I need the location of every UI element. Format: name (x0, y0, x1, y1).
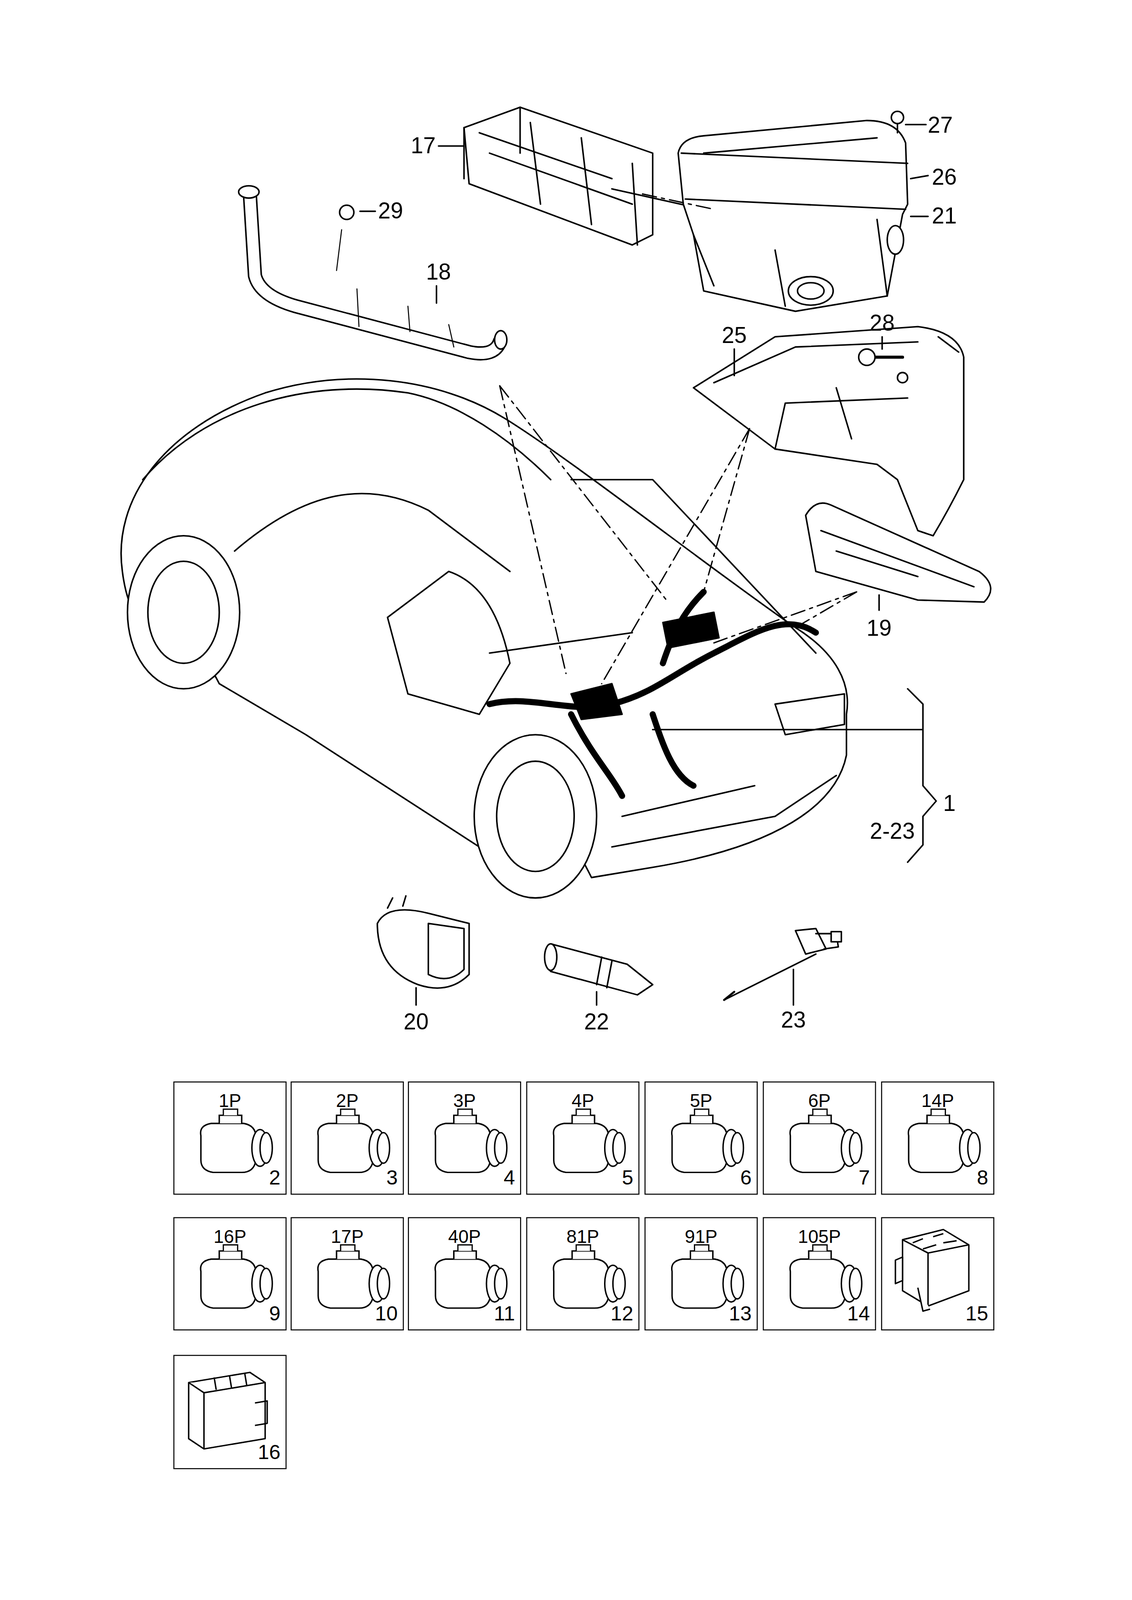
callout-number: 11 (493, 1302, 515, 1324)
callout-number: 7 (858, 1166, 870, 1188)
callout-number: 2 (268, 1166, 281, 1188)
callout-number: 28 (869, 311, 895, 335)
callout-number: 22 (584, 1010, 610, 1034)
callout-number: 4 (503, 1166, 516, 1188)
pin-count: 4P (527, 1090, 639, 1110)
callout-number: 19 (866, 616, 892, 640)
pin-count: 2P (291, 1090, 404, 1110)
connector-cell: 3P 4 (408, 1080, 522, 1195)
connector-cell: 17P 10 (290, 1216, 404, 1330)
callout-number: 2-23 (869, 819, 915, 843)
pin-count: 17P (291, 1226, 404, 1246)
callout-number: 16 (257, 1441, 281, 1462)
connector-cell: 81P 12 (526, 1216, 640, 1330)
callout-number: 3 (386, 1166, 399, 1188)
connector-cell: 2P 3 (290, 1080, 404, 1195)
pin-count: 1P (174, 1090, 286, 1110)
connector-cell: 14P 8 (881, 1080, 995, 1195)
callout-number: 12 (610, 1302, 634, 1324)
callout-number: 23 (780, 1008, 807, 1031)
connector-cell: 15 (881, 1216, 995, 1330)
callout-number: 20 (403, 1010, 429, 1034)
connector-cell: 40P 11 (408, 1216, 522, 1330)
connector-cell: 1P 2 (173, 1080, 287, 1195)
callout-number: 6 (740, 1166, 752, 1188)
pin-count: 81P (527, 1226, 639, 1246)
connector-cell: 5P 6 (644, 1080, 758, 1195)
callout-number: 29 (377, 199, 404, 223)
connector-cell: 6P 7 (762, 1080, 876, 1195)
pin-count: 105P (763, 1226, 875, 1246)
pin-count: 3P (408, 1090, 521, 1110)
callout-number: 9 (268, 1302, 281, 1324)
callout-number: 15 (965, 1302, 989, 1324)
callout-number: 26 (931, 166, 957, 189)
connector-cell: 16 (173, 1354, 287, 1469)
pin-count: 16P (174, 1226, 286, 1246)
callout-number: 13 (728, 1302, 752, 1324)
callout-number: 25 (721, 324, 747, 347)
callout-number: 5 (621, 1166, 634, 1188)
callout-number: 27 (927, 114, 953, 137)
callout-number: 14 (847, 1302, 870, 1324)
connector-cell: 16P 9 (173, 1216, 287, 1330)
callout-number: 10 (375, 1302, 399, 1324)
pin-count: 40P (408, 1226, 521, 1246)
callout-number: 21 (931, 205, 957, 228)
pin-count: 91P (645, 1226, 757, 1246)
callout-number: 1 (943, 792, 956, 815)
pin-count: 14P (882, 1090, 994, 1110)
connector-cell: 91P 13 (644, 1216, 758, 1330)
pin-count: 6P (763, 1090, 875, 1110)
callout-number: 18 (425, 261, 451, 284)
connector-cell: 4P 5 (526, 1080, 640, 1195)
callout-number: 8 (976, 1166, 989, 1188)
connector-cell: 105P 14 (762, 1216, 876, 1330)
callout-number: 17 (410, 134, 436, 157)
pin-count: 5P (645, 1090, 757, 1110)
